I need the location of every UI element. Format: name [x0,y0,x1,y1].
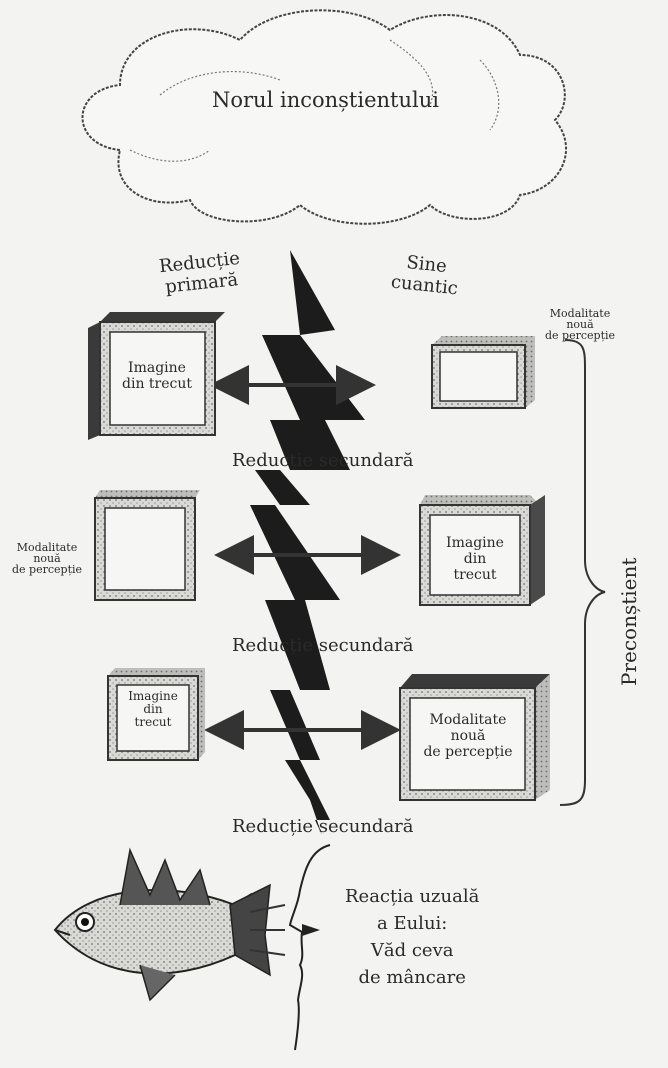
quantum-self-label: Sine cuantic [389,252,459,300]
secondary-reduction-label-3: Reducție secundară [232,816,414,837]
preconscious-brace [559,339,606,806]
preconscious-label: Preconștient [617,557,641,686]
past-image-caption-3: Imagine din trecut [128,689,178,729]
fish-illustration [53,847,271,1002]
vision-lines [249,904,286,956]
ego-reaction-label: Reacția uzuală a Eului: Văd ceva de mânc… [345,886,480,988]
past-image-caption-1: Imagine din trecut [122,360,192,392]
box-past-image-2 [419,495,545,606]
cloud-label: Norul inconștientului [212,88,439,112]
past-image-caption-2: Imagine din trecut [446,535,504,583]
box-past-image-1 [88,312,225,440]
double-arrows [204,365,401,750]
primary-reduction-label: Reducție primară [158,247,241,298]
new-perception-caption-1: Modalitate nouă de percepție [545,307,616,342]
box-new-perception-1 [431,336,535,409]
new-perception-caption-3: Modalitate nouă de percepție [423,712,513,760]
new-perception-caption-2: Modalitate nouă de percepție [12,541,83,576]
eye-icon [302,924,320,936]
box-new-perception-3 [399,674,550,801]
face-profile [288,844,331,1051]
box-past-image-3 [107,668,205,761]
lightning-bolt [250,250,365,835]
box-new-perception-2 [94,490,200,601]
secondary-reduction-label-1: Reducție secundară [232,450,414,471]
unconscious-cloud [81,9,567,225]
secondary-reduction-label-2: Reducție secundară [232,635,414,656]
